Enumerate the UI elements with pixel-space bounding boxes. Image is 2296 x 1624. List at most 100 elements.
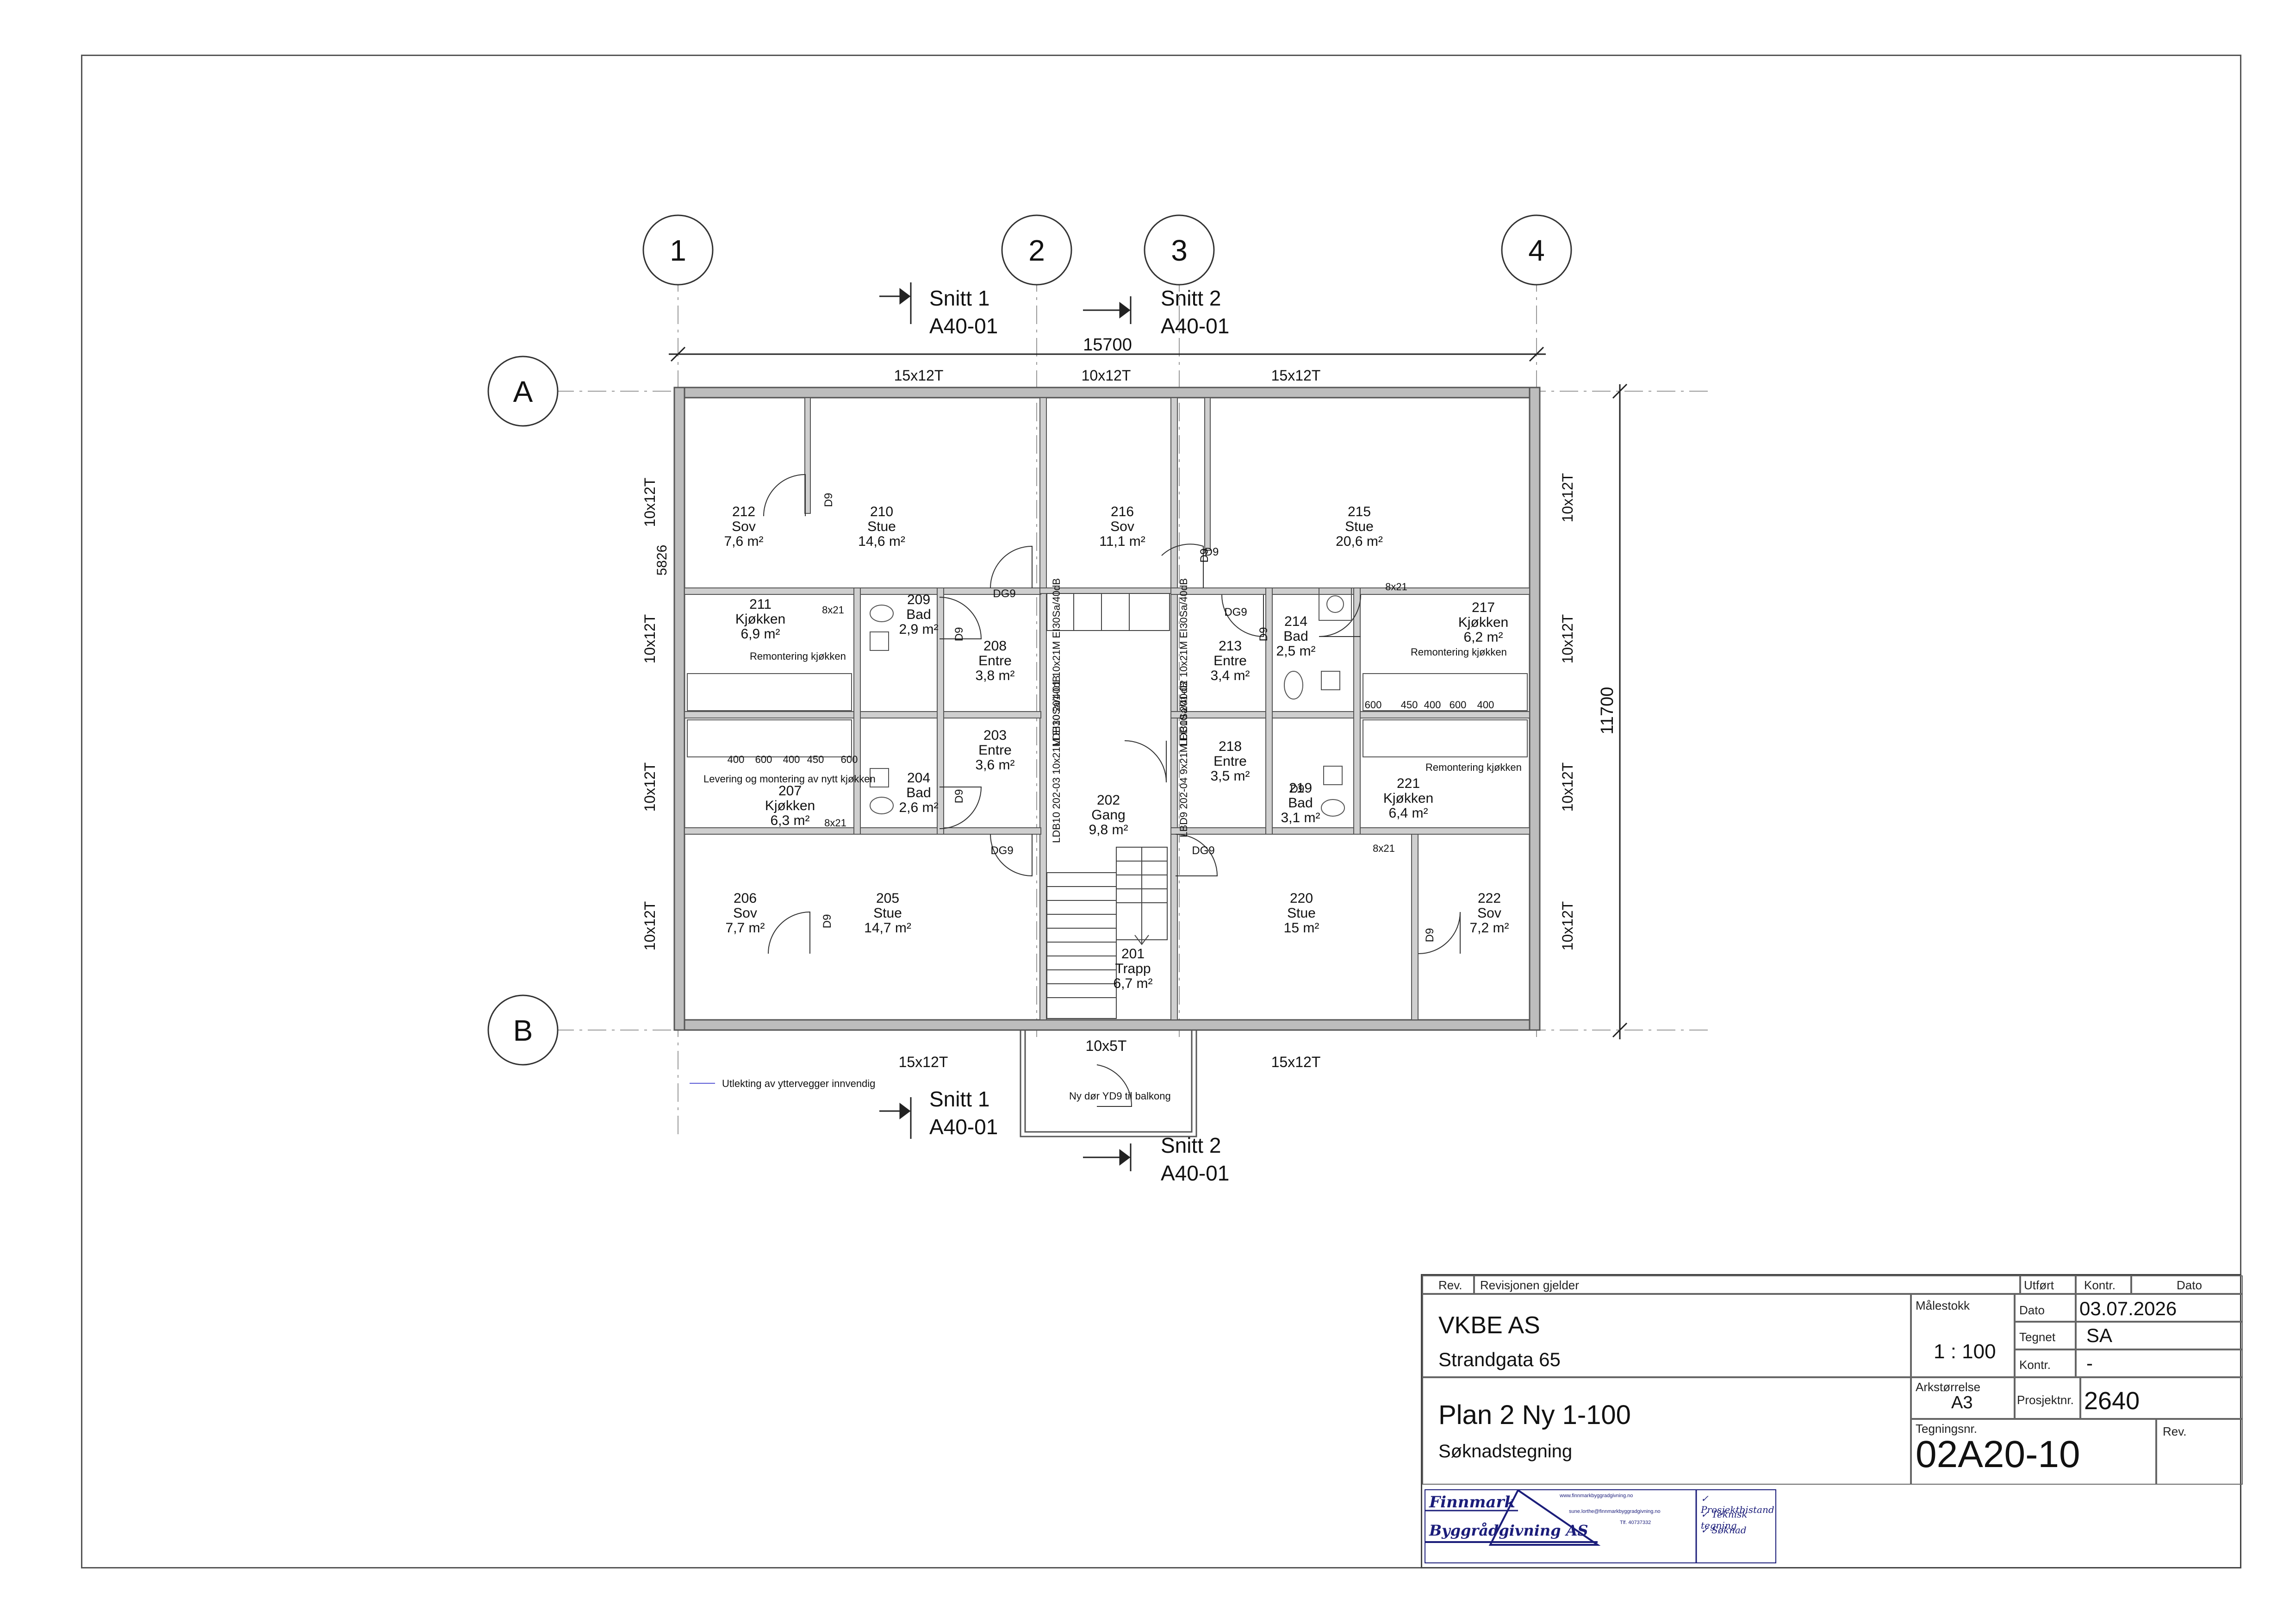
date-value: 03.07.2026 bbox=[2079, 1298, 2177, 1319]
logo-phone: Tlf. 40737332 bbox=[1620, 1520, 1651, 1525]
svg-text:2,9 m²: 2,9 m² bbox=[899, 622, 938, 637]
svg-text:Entre: Entre bbox=[978, 743, 1012, 758]
svg-text:Entre: Entre bbox=[1213, 754, 1247, 769]
svg-text:207: 207 bbox=[778, 783, 802, 799]
header-dato: Dato bbox=[2177, 1278, 2202, 1292]
wall-spec: LDB10 201-01 10x21M EI30Sa/40dB bbox=[1051, 578, 1062, 746]
svg-text:6,3 m²: 6,3 m² bbox=[770, 813, 809, 828]
cabinet-size: 600 bbox=[1365, 699, 1382, 711]
svg-text:14,6 m²: 14,6 m² bbox=[858, 534, 905, 549]
checked-label: Kontr. bbox=[2019, 1358, 2051, 1372]
svg-text:Stue: Stue bbox=[867, 519, 896, 534]
svg-text:Stue: Stue bbox=[1287, 906, 1316, 921]
wall-spec: LDB10 201-02 10x21M EI30Sa/40dB bbox=[1178, 578, 1189, 746]
svg-text:202: 202 bbox=[1097, 793, 1120, 808]
cabinet-size: 400 bbox=[728, 754, 745, 765]
door-tag: D9 bbox=[1424, 928, 1436, 943]
grid-label: 1 bbox=[670, 234, 686, 267]
window-label: 10x12T bbox=[1559, 473, 1576, 523]
window-label: 15x12T bbox=[1271, 1054, 1321, 1070]
svg-text:Sov: Sov bbox=[1110, 519, 1134, 534]
client-address: Strandgata 65 bbox=[1438, 1349, 1561, 1370]
svg-text:2,5 m²: 2,5 m² bbox=[1276, 643, 1315, 659]
svg-text:208: 208 bbox=[983, 638, 1007, 654]
cabinet-size: 450 bbox=[807, 754, 824, 765]
svg-text:Entre: Entre bbox=[978, 653, 1012, 668]
window-label: 10x12T bbox=[641, 762, 658, 812]
window-label: 10x12T bbox=[1559, 901, 1576, 951]
svg-text:15 m²: 15 m² bbox=[1284, 920, 1319, 936]
svg-text:3,8 m²: 3,8 m² bbox=[975, 668, 1014, 683]
svg-text:Stue: Stue bbox=[1345, 519, 1374, 534]
door-tag: D9 bbox=[953, 789, 965, 804]
logo-line2: Byggrådgivning AS bbox=[1429, 1522, 1588, 1539]
sheet-size-label: Arkstørrelse bbox=[1916, 1380, 1981, 1394]
exterior-walls bbox=[673, 387, 1541, 1031]
door-tag: DG9 bbox=[993, 587, 1015, 600]
svg-text:7,2 m²: 7,2 m² bbox=[1469, 920, 1509, 936]
note-remontering: Remontering kjøkken bbox=[750, 650, 846, 662]
grid-bubbles bbox=[487, 214, 1572, 1066]
svg-text:9,8 m²: 9,8 m² bbox=[1089, 822, 1128, 837]
scale-value: 1 : 100 bbox=[1934, 1340, 1996, 1363]
grid-bubble bbox=[1001, 214, 1072, 286]
svg-text:3,4 m²: 3,4 m² bbox=[1210, 668, 1250, 683]
legend-note: Utlekting av yttervegger innvendig bbox=[722, 1078, 875, 1089]
wall-spec: LBD9 202-04 9x21M EI30Sa/40dB bbox=[1178, 681, 1189, 837]
scale-cell bbox=[1911, 1294, 2015, 1377]
header-row bbox=[1422, 1275, 2243, 1294]
svg-text:2,6 m²: 2,6 m² bbox=[899, 800, 938, 815]
section-name: Snitt 2 bbox=[1161, 286, 1221, 310]
svg-text:Bad: Bad bbox=[1283, 629, 1308, 644]
drawing-title: Plan 2 Ny 1-100 bbox=[1438, 1400, 1631, 1430]
grid-bubble bbox=[487, 994, 559, 1066]
title-cell bbox=[1422, 1377, 1911, 1485]
svg-text:201: 201 bbox=[1121, 946, 1145, 962]
header-kontr: Kontr. bbox=[2084, 1278, 2116, 1292]
wall-spec: LDB10 202-03 10x21M EI30Sa/40dB bbox=[1051, 675, 1062, 843]
svg-text:7,7 m²: 7,7 m² bbox=[725, 920, 765, 936]
cabinet-size: 600 bbox=[755, 754, 772, 765]
svg-text:222: 222 bbox=[1478, 891, 1501, 906]
svg-text:209: 209 bbox=[907, 592, 930, 607]
section-name: Snitt 2 bbox=[1161, 1133, 1221, 1157]
window-label: 10x12T bbox=[641, 478, 658, 527]
door-tag: D9 bbox=[821, 914, 834, 929]
svg-text:6,7 m²: 6,7 m² bbox=[1113, 976, 1152, 991]
balcony bbox=[1020, 1029, 1197, 1137]
drawing-frame bbox=[81, 55, 2241, 1568]
grid-bubble bbox=[487, 356, 559, 427]
title-block: Rev. Revisjonen gjelder Utført Kontr. Da… bbox=[1421, 1274, 2243, 1568]
svg-text:215: 215 bbox=[1348, 504, 1371, 519]
svg-text:216: 216 bbox=[1111, 504, 1134, 519]
logo-graphic bbox=[1425, 1489, 1697, 1562]
svg-text:Kjøkken: Kjøkken bbox=[765, 798, 815, 813]
svg-text:Sov: Sov bbox=[732, 519, 756, 534]
svg-text:Sov: Sov bbox=[733, 906, 757, 921]
svg-text:221: 221 bbox=[1397, 776, 1420, 791]
door-tag: DG9 bbox=[1224, 606, 1247, 618]
door-tag: D9 bbox=[822, 493, 835, 507]
svg-text:220: 220 bbox=[1290, 891, 1313, 906]
svg-text:212: 212 bbox=[732, 504, 755, 519]
svg-text:Bad: Bad bbox=[906, 607, 931, 622]
opening-tag: 8x21 bbox=[1373, 843, 1395, 854]
svg-text:3,1 m²: 3,1 m² bbox=[1281, 810, 1320, 825]
grid-label: 3 bbox=[1171, 234, 1188, 267]
svg-text:219: 219 bbox=[1289, 781, 1312, 796]
svg-text:206: 206 bbox=[734, 891, 757, 906]
svg-text:Gang: Gang bbox=[1091, 807, 1125, 823]
svg-text:217: 217 bbox=[1472, 600, 1495, 615]
project-no-label: Prosjektnr. bbox=[2017, 1393, 2074, 1407]
grid-bubble bbox=[642, 214, 714, 286]
svg-text:6,4 m²: 6,4 m² bbox=[1388, 806, 1428, 821]
door-swings bbox=[763, 474, 1461, 1107]
svg-text:Stue: Stue bbox=[873, 906, 902, 921]
checked-value: - bbox=[2086, 1352, 2093, 1374]
svg-text:3,5 m²: 3,5 m² bbox=[1210, 768, 1250, 784]
